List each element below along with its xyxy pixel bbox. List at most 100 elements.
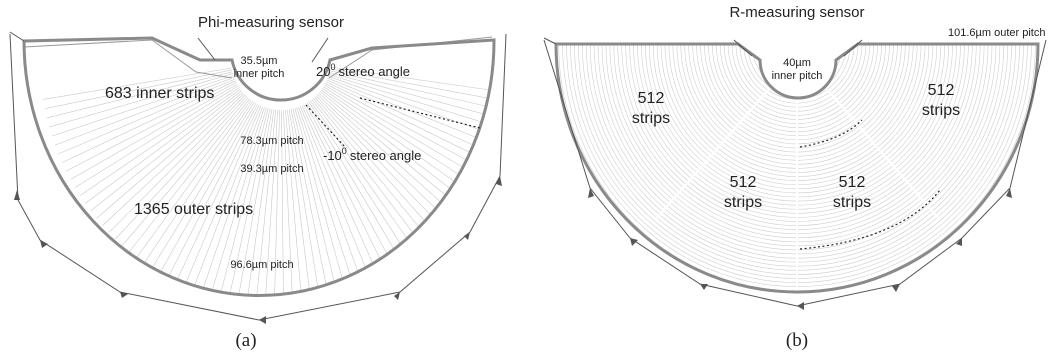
r-sector-count: 512 [839,174,866,191]
phi-strip [122,97,249,246]
r-arrow-ticks [588,188,1012,310]
phi-strip [287,109,312,296]
phi-strip [43,67,232,100]
r-top-guide [733,39,863,57]
phi-arrow-ticks [14,176,502,324]
phi-strip [102,93,245,226]
panel-b-caption: (b) [786,330,808,351]
phi-strip [290,108,330,296]
phi-strip [210,107,267,296]
phi-strip [70,83,238,180]
phi-strip [305,103,399,276]
phi-pitch-39-label: 39.3µm pitch [240,163,303,175]
r-sector-unit: strips [724,194,762,211]
panel-a: Phi-measuring sensor 35.5µm inner pitch … [9,14,507,351]
phi-strip [51,75,234,137]
phi-strip [274,109,280,296]
stereo-angle-neg-suffix: stereo angle [350,148,422,163]
phi-strip [90,90,242,212]
r-sector-label-topright: 512 strips [922,82,960,119]
r-sector-count: 512 [928,82,955,99]
phi-strip [74,85,239,188]
phi-strip [323,86,485,192]
phi-strip [313,98,437,249]
phi-strip [311,99,430,255]
phi-strip [96,91,243,219]
phi-pitch-96-label: 96.6µm pitch [230,259,293,271]
phi-strip [299,106,374,288]
stereo-angle-neg-degree: 0 [342,146,347,156]
phi-inner-strips-label: 683 inner strips [105,85,214,102]
r-sector-count: 512 [730,174,757,191]
phi-strip [281,109,284,296]
panel-a-caption: (a) [235,330,256,351]
phi-strip [292,108,339,296]
phi-strip [129,98,250,252]
r-sector-unit: strips [833,194,871,211]
phi-strip [301,105,383,284]
phi-strip [298,106,366,292]
phi-strip [285,109,303,296]
phi-strip [288,109,321,296]
phi-strip [309,100,423,260]
phi-strip [306,102,407,271]
phi-strip [255,109,277,296]
r-sector-count: 512 [638,90,665,107]
phi-strip [308,101,415,266]
phi-strip [61,80,236,163]
phi-strip [330,66,495,95]
r-inner-pitch-arc [799,119,863,148]
phi-strip [79,87,240,196]
phi-inner-pitch-label: inner pitch [234,68,285,80]
phi-strip [315,95,451,236]
phi-strip [46,71,233,119]
phi-sensor-title: Phi-measuring sensor [198,14,344,31]
phi-strip [324,84,490,184]
phi-strip [54,77,235,146]
phi-outer-strips-label: 1365 outer strips [134,201,253,218]
phi-strip [167,103,258,278]
phi-strip [264,109,278,296]
phi-pitch-78-label: 78.3µm pitch [240,135,303,147]
r-sector-label-topleft: 512 strips [632,90,670,127]
r-outer-pitch-arc [799,189,941,250]
r-inner-pitch-label: inner pitch [772,70,823,82]
stereo-angle-neg-value: -10 [323,148,342,163]
stereo-angle-pos-value: 20 [316,64,330,79]
phi-strip [49,73,233,128]
phi-strip [159,103,257,274]
phi-inner-pitch-value: 35.5µm [241,55,278,67]
r-sector-dividers [654,87,941,296]
phi-strip [219,108,269,296]
r-sector-label-bottomleft: 512 strips [724,174,762,211]
r-sector-unit: strips [922,102,960,119]
phi-strip [283,109,294,296]
stereo-angle-pos-degree: 0 [330,62,335,72]
phi-strip [318,92,463,222]
phi-sensor-outline [22,36,496,297]
phi-strip [144,101,253,263]
phi-strip [303,104,391,280]
panel-b: R-measuring sensor 101.6µm outer pitch 4… [543,4,1047,351]
phi-strip [44,69,233,109]
phi-strip [314,96,444,243]
phi-strip [65,82,237,172]
r-sensor-outline [554,42,1040,294]
phi-strip [294,108,348,296]
phi-strip [136,99,252,258]
r-outer-pitch-label: 101.6µm outer pitch [948,27,1045,39]
phi-strip [327,77,495,150]
phi-strip [151,102,255,269]
r-sensor-title: R-measuring sensor [729,4,864,21]
phi-strip [228,108,271,296]
phi-strip [296,107,357,295]
phi-strip [175,104,260,282]
phi-strip [58,78,235,155]
r-inner-pitch-value: 40µm [783,57,811,69]
r-sector-unit: strips [632,110,670,127]
stereo-angle-pos-suffix: stereo angle [338,64,410,79]
phi-strip [201,107,265,293]
